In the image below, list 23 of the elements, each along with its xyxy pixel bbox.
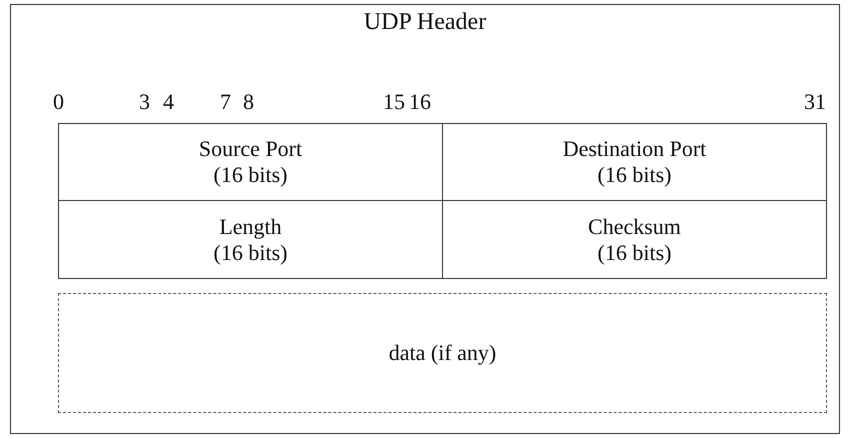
- bit-number: 0: [53, 89, 64, 115]
- field-name: Checksum: [588, 214, 681, 240]
- field-size: (16 bits): [598, 240, 672, 266]
- bit-number: 3: [139, 89, 150, 115]
- bit-number: 16: [409, 89, 431, 115]
- field-name: Source Port: [198, 136, 302, 162]
- field-name: Length: [219, 214, 282, 240]
- diagram-title: UDP Header: [362, 9, 488, 36]
- payload-label: data (if any): [388, 340, 496, 366]
- bit-number: 7: [220, 89, 231, 115]
- bit-number: 8: [243, 89, 254, 115]
- field-name: Destination Port: [562, 136, 706, 162]
- payload-area: [58, 293, 827, 413]
- header-field: [442, 200, 827, 279]
- header-field: [442, 123, 827, 201]
- bit-number: 4: [163, 89, 174, 115]
- field-size: (16 bits): [598, 162, 672, 188]
- header-field: [58, 123, 443, 201]
- bit-number: 15: [383, 89, 405, 115]
- header-field: [58, 200, 443, 279]
- field-size: (16 bits): [214, 240, 288, 266]
- field-size: (16 bits): [214, 162, 288, 188]
- bit-number: 31: [804, 89, 826, 115]
